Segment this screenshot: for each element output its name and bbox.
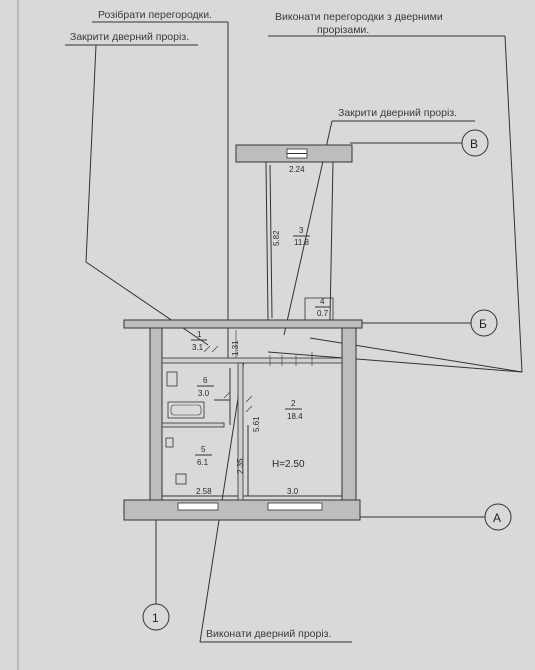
note-make-doorway: Виконати дверний проріз. bbox=[206, 628, 331, 640]
svg-text:В: В bbox=[470, 137, 478, 151]
svg-text:2: 2 bbox=[291, 399, 296, 408]
dimension-lines bbox=[162, 425, 342, 497]
room-label-1: 1 3.1 bbox=[191, 330, 207, 352]
svg-text:3.1: 3.1 bbox=[192, 343, 204, 352]
dim-balcony-width: 2.24 bbox=[289, 165, 305, 174]
svg-text:6: 6 bbox=[203, 376, 208, 385]
note-remove-partitions: Розібрати перегородки. bbox=[98, 9, 212, 21]
axis-1: 1 bbox=[142, 520, 170, 631]
room-label-3: 3 11.8 bbox=[293, 226, 310, 247]
svg-text:5: 5 bbox=[201, 445, 206, 454]
note-close-doorway-left: Закрити дверний проріз. bbox=[70, 31, 189, 43]
svg-text:4: 4 bbox=[320, 297, 325, 306]
note-close-doorway-top: Закрити дверний проріз. bbox=[338, 107, 457, 119]
partitions bbox=[161, 330, 343, 501]
note-build-partitions-line2: прорізами. bbox=[317, 24, 369, 36]
room-label-6: 6 3.0 bbox=[197, 376, 214, 398]
room-label-5: 5 6.1 bbox=[195, 445, 212, 467]
svg-text:А: А bbox=[493, 511, 501, 525]
axis-b: Б bbox=[362, 309, 498, 337]
dim-room5-depth: 2.35 bbox=[236, 458, 245, 474]
axis-a: А bbox=[360, 503, 512, 531]
dim-balcony-length: 5.82 bbox=[272, 230, 281, 246]
note-build-partitions: Виконати перегородки з дверними bbox=[275, 11, 443, 23]
room-label-2: 2 18.4 bbox=[285, 399, 303, 421]
axis-v: В bbox=[350, 129, 489, 157]
svg-text:1: 1 bbox=[197, 330, 202, 339]
svg-text:6.1: 6.1 bbox=[197, 458, 209, 467]
svg-text:0.7: 0.7 bbox=[317, 309, 329, 318]
ceiling-height-label: H=2.50 bbox=[272, 459, 305, 470]
dim-bottom-left: 2.58 bbox=[196, 487, 212, 496]
svg-text:1: 1 bbox=[152, 611, 159, 625]
dim-corridor-width: 1.31 bbox=[231, 340, 240, 356]
room-label-4: 4 0.7 bbox=[315, 297, 330, 318]
svg-text:11.8: 11.8 bbox=[294, 238, 310, 247]
svg-text:18.4: 18.4 bbox=[287, 412, 303, 421]
svg-text:Б: Б bbox=[479, 317, 487, 331]
svg-text:3: 3 bbox=[299, 226, 304, 235]
outer-walls bbox=[123, 319, 363, 521]
svg-text:3.0: 3.0 bbox=[198, 389, 210, 398]
dim-room2-depth: 5.61 bbox=[252, 416, 261, 432]
dim-bottom-right: 3.0 bbox=[287, 487, 299, 496]
